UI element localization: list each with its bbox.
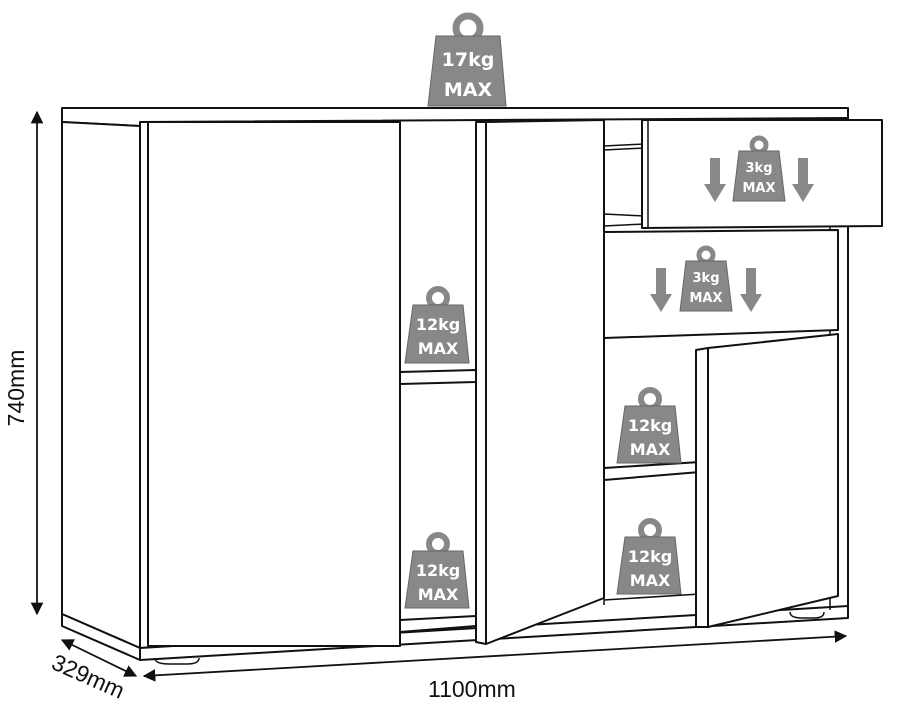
svg-text:MAX: MAX xyxy=(418,585,459,604)
svg-text:12kg: 12kg xyxy=(628,547,672,566)
down-arrow-icon xyxy=(740,268,762,312)
left-door[interactable] xyxy=(147,121,401,647)
svg-text:12kg: 12kg xyxy=(416,561,460,580)
svg-text:3kg: 3kg xyxy=(693,271,720,286)
depth-label: 329mm xyxy=(48,649,129,704)
svg-text:MAX: MAX xyxy=(630,440,671,459)
weight-icon-drawer-bottom: 3kg MAX xyxy=(679,245,733,312)
svg-text:MAX: MAX xyxy=(444,79,493,101)
weight-icon-left-upper: 12kg MAX xyxy=(404,286,470,364)
middle-door[interactable] xyxy=(475,119,605,645)
height-label: 740mm xyxy=(3,350,29,427)
svg-text:MAX: MAX xyxy=(689,291,722,306)
weight-icon-drawer-top: 3kg MAX xyxy=(732,135,786,202)
width-label: 1100mm xyxy=(428,676,516,702)
svg-text:17kg: 17kg xyxy=(442,49,495,71)
weight-icon-left-lower: 12kg MAX xyxy=(404,532,470,609)
svg-text:12kg: 12kg xyxy=(628,416,672,435)
down-arrow-icon xyxy=(792,158,814,202)
svg-text:12kg: 12kg xyxy=(416,315,460,334)
right-door[interactable] xyxy=(695,333,839,628)
down-arrow-icon xyxy=(650,268,672,312)
svg-text:MAX: MAX xyxy=(742,181,775,196)
weight-icon-top: 17kg MAX xyxy=(427,12,507,107)
width-dimension: 1100mm xyxy=(142,630,848,702)
down-arrow-icon xyxy=(704,158,726,202)
svg-text:3kg: 3kg xyxy=(746,161,773,176)
height-dimension: 740mm xyxy=(3,110,44,616)
svg-text:MAX: MAX xyxy=(630,571,671,590)
weight-icon-right-upper: 12kg MAX xyxy=(616,387,682,464)
weight-icon-right-lower: 12kg MAX xyxy=(616,518,682,595)
svg-text:MAX: MAX xyxy=(418,339,459,358)
